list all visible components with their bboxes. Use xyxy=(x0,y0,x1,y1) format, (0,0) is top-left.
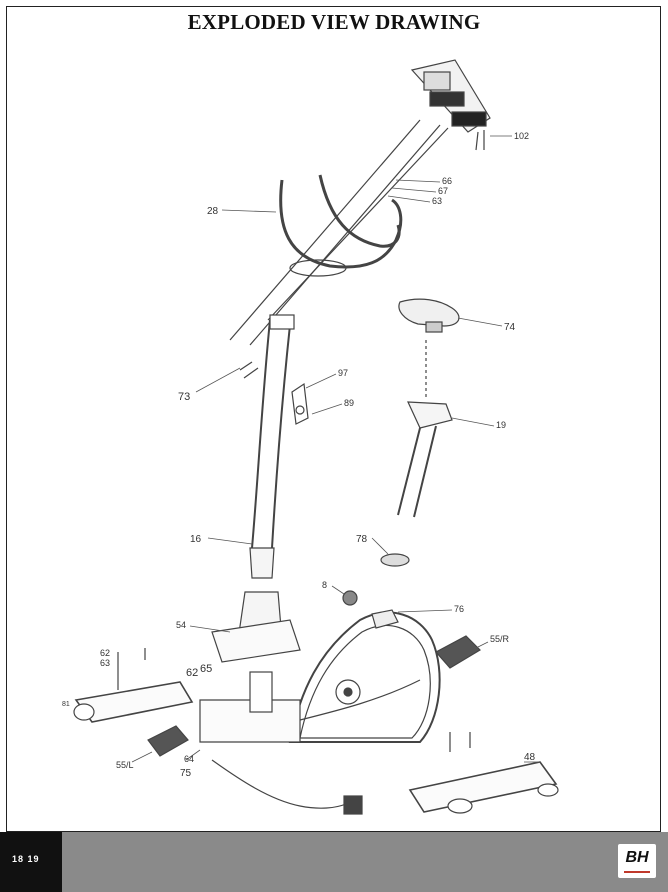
part-label-62b: 62 xyxy=(186,667,198,679)
pedal-left-part xyxy=(147,725,189,757)
seat-collar-part xyxy=(380,553,410,567)
part-label-97: 97 xyxy=(338,368,348,378)
part-label-8: 8 xyxy=(322,580,327,590)
front-column-part xyxy=(249,314,295,579)
console-part xyxy=(410,59,491,151)
bracket-part xyxy=(291,382,309,425)
part-label-64: 64 xyxy=(184,754,194,764)
footer-page-block: 18 19 xyxy=(0,832,62,892)
part-label-63: 63 xyxy=(432,196,442,206)
front-stabilizer-part xyxy=(73,681,194,723)
part-label-16: 16 xyxy=(190,534,202,545)
base-plate-part xyxy=(211,591,301,663)
bh-logo: BH xyxy=(618,844,656,878)
part-label-76: 76 xyxy=(454,604,464,614)
part-label-78: 78 xyxy=(356,534,368,545)
part-label-75: 75 xyxy=(180,768,192,779)
part-label-63b: 63 xyxy=(100,658,110,668)
bh-logo-text: BH xyxy=(625,849,649,866)
exploded-view-drawing: 102 66 67 63 28 74 73 97 89 19 16 78 8 7… xyxy=(62,59,559,815)
part-label-62: 62 xyxy=(100,648,110,658)
part-label-89: 89 xyxy=(344,398,354,408)
part-label-73: 73 xyxy=(178,391,190,403)
rear-stabilizer-part xyxy=(408,761,559,814)
page-numbers: 18 19 xyxy=(12,854,40,864)
part-label-28: 28 xyxy=(207,206,219,217)
part-label-67: 67 xyxy=(438,186,448,196)
part-label-48: 48 xyxy=(524,752,536,763)
part-label-54: 54 xyxy=(176,620,186,630)
handlebar-part xyxy=(279,174,403,277)
page-title: EXPLODED VIEW DRAWING xyxy=(187,10,481,34)
mast-tube-part xyxy=(229,119,449,346)
seat-post-part xyxy=(397,340,453,518)
part-label-81: 81 xyxy=(62,701,70,708)
power-adapter-part xyxy=(211,759,363,815)
part-label-19: 19 xyxy=(496,420,506,430)
seat-part xyxy=(398,298,460,333)
frame-housing-part xyxy=(288,609,441,743)
knob-part xyxy=(342,590,358,606)
page-footer: 18 19 BH xyxy=(0,832,668,892)
pedal-right-part xyxy=(435,635,481,669)
bh-logo-accent xyxy=(624,871,650,873)
part-label-74: 74 xyxy=(504,322,516,333)
part-label-65: 65 xyxy=(200,663,212,675)
part-label-55l: 55/L xyxy=(116,760,134,770)
part-label-102: 102 xyxy=(514,131,529,141)
part-label-55r: 55/R xyxy=(490,634,510,644)
part-label-66: 66 xyxy=(442,176,452,186)
